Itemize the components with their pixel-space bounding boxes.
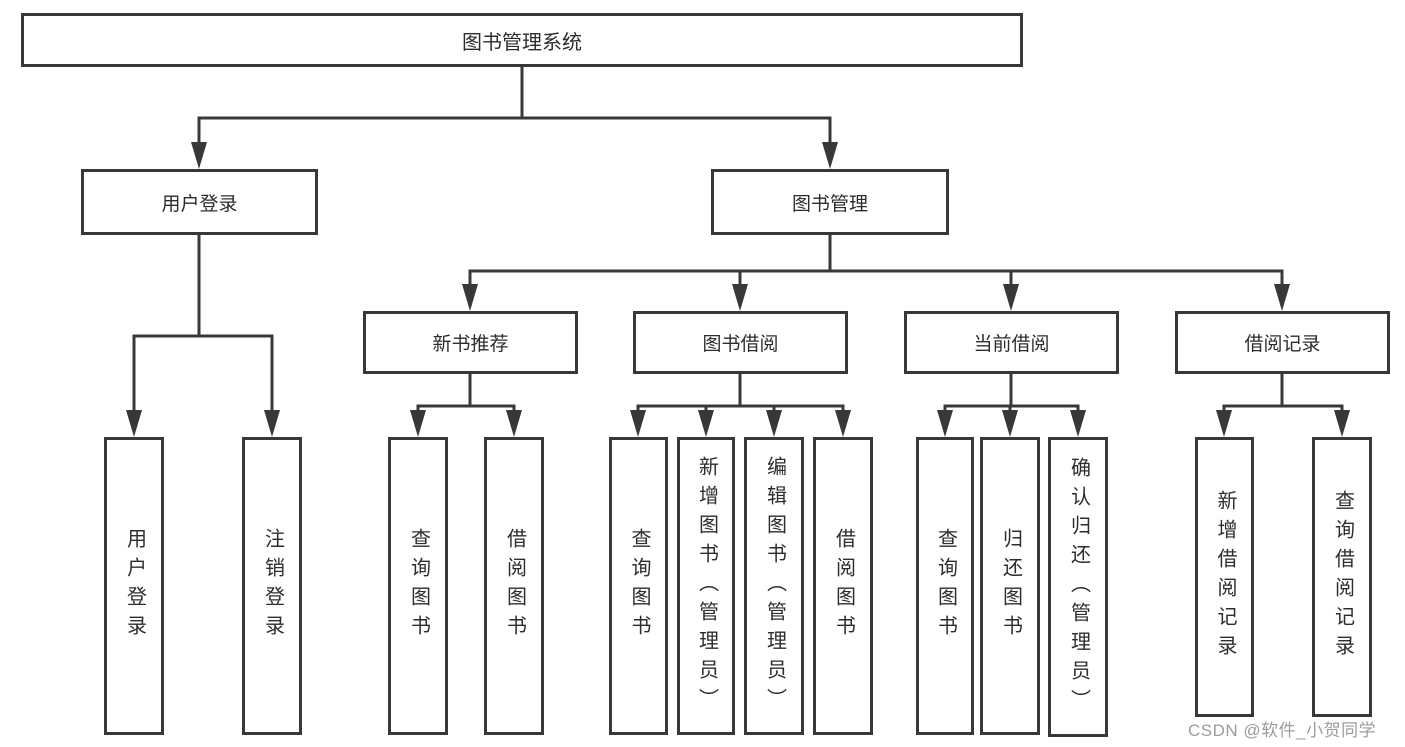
leaf-query-books-current: 查询图书	[916, 437, 974, 735]
node-label: 新书推荐	[432, 334, 509, 355]
node-book-management-branch: 图书管理	[711, 169, 949, 235]
leaf-add-books-admin: 新增图书（管理员）	[677, 437, 735, 735]
node-label: 新增图书（管理员）	[695, 455, 718, 717]
node-label: 图书借阅	[702, 334, 779, 355]
node-current-borrow: 当前借阅	[904, 311, 1119, 374]
node-label: 查询图书	[407, 528, 430, 644]
node-root-system: 图书管理系统	[21, 13, 1023, 67]
node-label: 新增借阅记录	[1214, 490, 1236, 664]
node-label: 确认归还（管理员）	[1067, 456, 1090, 718]
leaf-user-login: 用户登录	[104, 437, 164, 735]
node-label: 查询图书	[934, 528, 957, 644]
node-label: 借阅记录	[1244, 334, 1321, 355]
node-label: 注销登录	[261, 528, 284, 644]
arrowheads	[126, 142, 1350, 437]
leaf-query-borrow-record: 查询借阅记录	[1312, 437, 1372, 717]
node-label: 图书管理	[791, 193, 868, 215]
node-label: 图书管理系统	[462, 31, 582, 54]
csdn-watermark: CSDN @软件_小贺同学	[1188, 721, 1377, 740]
node-label: 借阅图书	[832, 528, 855, 644]
node-label: 用户登录	[123, 528, 146, 644]
node-label: 编辑图书（管理员）	[763, 455, 786, 717]
node-label: 查询图书	[628, 528, 650, 644]
leaf-logout: 注销登录	[242, 437, 302, 735]
leaf-query-books-recommend: 查询图书	[388, 437, 448, 735]
node-label: 借阅图书	[503, 528, 526, 644]
node-borrow-record: 借阅记录	[1175, 311, 1390, 374]
leaf-add-borrow-record: 新增借阅记录	[1195, 437, 1254, 717]
leaf-borrow-books: 借阅图书	[813, 437, 873, 735]
node-label: 当前借阅	[973, 334, 1050, 355]
leaf-confirm-return-admin: 确认归还（管理员）	[1048, 437, 1108, 737]
node-new-book-recommend: 新书推荐	[363, 311, 578, 374]
leaf-edit-books-admin: 编辑图书（管理员）	[744, 437, 804, 735]
node-label: 归还图书	[999, 528, 1022, 644]
node-label: 查询借阅记录	[1331, 490, 1354, 664]
leaf-query-books-borrow: 查询图书	[609, 437, 668, 735]
node-label: 用户登录	[161, 193, 238, 215]
node-user-login-branch: 用户登录	[81, 169, 318, 235]
node-book-borrow: 图书借阅	[633, 311, 848, 374]
leaf-borrow-books-recommend: 借阅图书	[484, 437, 544, 735]
leaf-return-books: 归还图书	[980, 437, 1040, 735]
